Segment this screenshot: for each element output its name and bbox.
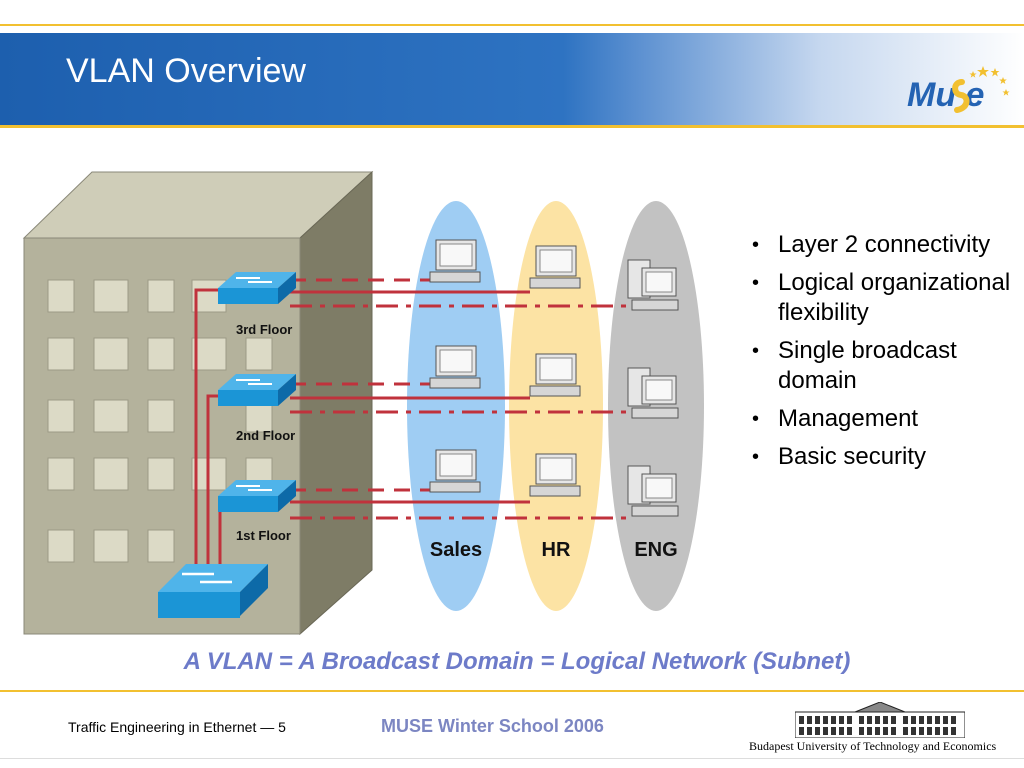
bullet-item: Logical organizational flexibility [752, 268, 1012, 328]
floor-label-2nd: 2nd Floor [236, 428, 295, 443]
floor-label-1st: 1st Floor [236, 528, 291, 543]
footer-event: MUSE Winter School 2006 [381, 716, 604, 736]
bottom-line [0, 758, 1024, 759]
bullet-list: Layer 2 connectivity Logical organizatio… [752, 230, 1012, 480]
tagline: A VLAN = A Broadcast Domain = Logical Ne… [183, 648, 851, 675]
core-switch [158, 564, 268, 618]
header-gold-line [0, 125, 1024, 128]
footer-course: Traffic Engineering in Ethernet — 5 [68, 719, 286, 735]
vlan-sales-ellipse [407, 201, 505, 611]
bullet-item: Basic security [752, 442, 1012, 472]
vlan-diagram: 3rd Floor 2nd Floor 1st Floor Sales HR E… [22, 170, 704, 636]
switch-2nd-floor [218, 374, 296, 406]
footer-gold-line [0, 690, 1024, 692]
floor-links [290, 278, 630, 520]
switch-3rd-floor [218, 272, 296, 304]
logo-text: Mu e [907, 76, 984, 114]
muse-logo: Mu e [907, 66, 1010, 114]
group-label-eng: ENG [634, 539, 677, 561]
header-band [0, 33, 1024, 127]
switch-1st-floor [218, 480, 296, 512]
vlan-hr-ellipse [509, 201, 603, 611]
university-name: Budapest University of Technology and Ec… [749, 739, 997, 753]
university-building-icon [795, 702, 965, 738]
group-label-sales: Sales [430, 539, 482, 561]
group-label-hr: HR [542, 539, 571, 561]
building-windows [47, 279, 273, 563]
top-accent-line [0, 24, 1024, 26]
bullet-item: Single broadcast domain [752, 336, 1012, 396]
computer-icons [429, 239, 679, 517]
slide-title: VLAN Overview [66, 52, 306, 90]
bullet-item: Layer 2 connectivity [752, 230, 1012, 260]
floor-label-3rd: 3rd Floor [236, 322, 292, 337]
bullet-item: Management [752, 404, 1012, 434]
